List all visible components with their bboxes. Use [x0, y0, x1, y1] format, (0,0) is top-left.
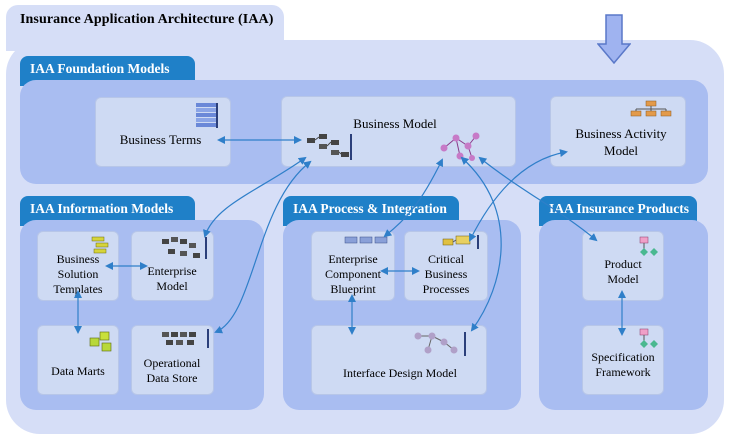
stacked-list-icon — [196, 103, 218, 128]
operational-data-store-box[interactable] — [131, 325, 214, 395]
product-model-label: Product Model — [604, 257, 642, 286]
data-cubes-icon — [89, 331, 112, 352]
title-tab — [6, 5, 284, 51]
specification-flow-icon — [639, 328, 658, 348]
down-arrow-icon — [597, 14, 631, 64]
specification-framework-label: Specification Framework — [591, 350, 655, 379]
enterprise-network-icon — [162, 237, 207, 259]
interface-network-icon — [414, 332, 466, 356]
product-model-box[interactable] — [582, 231, 664, 301]
component-bars-icon — [344, 236, 388, 244]
business-terms-label: Business Terms — [119, 132, 202, 147]
process-flow-icon — [442, 235, 479, 249]
process-web-icon — [440, 132, 480, 161]
enterprise-model-label: Enterprise Model — [147, 264, 197, 293]
org-chart-icon — [630, 100, 672, 117]
data-marts-label: Data Marts — [51, 364, 105, 378]
diagram-title: Insurance Application Architecture (IAA) — [20, 12, 274, 27]
business-activity-model-box[interactable] — [550, 96, 686, 167]
entity-network-icon — [307, 134, 352, 160]
enterprise-component-blueprint-label: Enterprise Component Blueprint — [325, 252, 381, 296]
business-solution-templates-label: Business Solution Templates — [53, 252, 103, 296]
business-activity-model-label: Business Activity Model — [575, 126, 667, 158]
operational-data-store-label: Operational Data Store — [143, 356, 201, 385]
business-model-label: Business Model — [353, 116, 437, 131]
specification-framework-box[interactable] — [582, 325, 664, 395]
data-store-network-icon — [162, 329, 209, 348]
template-blocks-icon — [91, 236, 109, 254]
product-flow-icon — [639, 236, 658, 256]
interface-design-model-label: Interface Design Model — [343, 366, 457, 380]
critical-business-processes-label: Critical Business Processes — [422, 252, 470, 296]
interface-design-model-box[interactable] — [311, 325, 487, 395]
